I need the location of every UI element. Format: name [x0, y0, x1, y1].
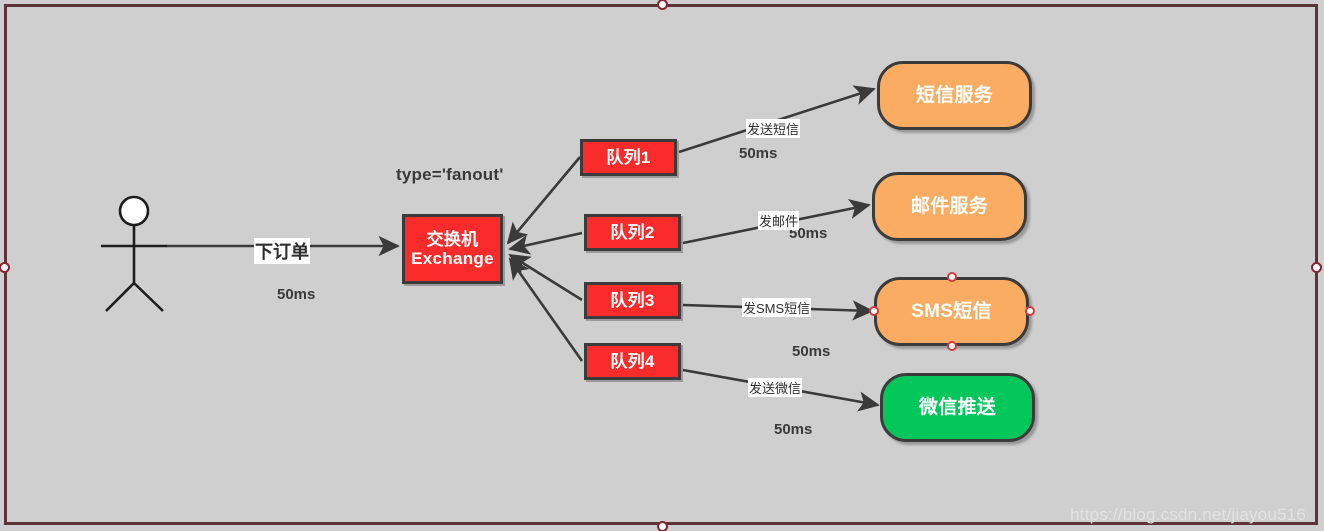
actor-icon — [101, 195, 167, 312]
service-label-smsmsg: SMS短信 — [911, 300, 992, 322]
queue-node-1[interactable]: 队列1 — [580, 139, 677, 176]
edge-queue3-exchange[interactable] — [508, 253, 583, 302]
frame-handle-top[interactable] — [657, 0, 668, 10]
exchange-label-en: Exchange — [411, 249, 494, 268]
queue-label-3: 队列3 — [610, 290, 655, 310]
edge-latency-wechat: 50ms — [774, 421, 813, 438]
service-node-mail[interactable]: 邮件服务 — [872, 172, 1027, 241]
fanout-type-annotation: type='fanout' — [396, 165, 504, 184]
service-node-smsmsg[interactable]: SMS短信 — [874, 277, 1029, 346]
sms-node-handle-left[interactable] — [869, 306, 879, 316]
service-label-wechat: 微信推送 — [918, 396, 997, 418]
service-label-sms: 短信服务 — [915, 84, 994, 106]
edge-caption-order: 下订单 — [254, 238, 310, 264]
queue-label-1: 队列1 — [606, 147, 651, 167]
exchange-node[interactable]: 交换机 Exchange — [402, 214, 503, 284]
edge-latency-order: 50ms — [277, 286, 316, 303]
edge-queue2-exchange[interactable] — [508, 231, 583, 255]
queue-node-3[interactable]: 队列3 — [584, 282, 681, 319]
edge-queue1-exchange[interactable] — [506, 156, 581, 245]
frame-handle-right[interactable] — [1311, 262, 1322, 273]
queue-node-4[interactable]: 队列4 — [584, 343, 681, 380]
frame-handle-bottom[interactable] — [657, 521, 668, 531]
watermark-text: https://blog.csdn.net/jiayou516 — [1070, 505, 1306, 524]
service-label-mail: 邮件服务 — [910, 195, 989, 217]
canvas-selection-frame[interactable] — [4, 4, 1318, 525]
queue-label-4: 队列4 — [610, 351, 655, 371]
edge-caption-sms: 发送短信 — [746, 119, 801, 138]
service-node-wechat[interactable]: 微信推送 — [880, 373, 1035, 442]
edge-latency-sms: 50ms — [739, 145, 778, 162]
queue-label-2: 队列2 — [610, 222, 655, 242]
edge-latency-smsmsg: 50ms — [792, 343, 831, 360]
frame-handle-left[interactable] — [0, 262, 10, 273]
exchange-label-cn: 交换机 — [426, 229, 479, 249]
queue-node-2[interactable]: 队列2 — [584, 214, 681, 251]
edge-caption-wechat: 发送微信 — [748, 378, 803, 397]
edge-queue4-exchange[interactable] — [508, 257, 584, 362]
service-node-sms[interactable]: 短信服务 — [877, 61, 1032, 130]
edge-caption-mail: 发邮件 — [758, 211, 800, 230]
edge-caption-smsmsg: 发SMS短信 — [742, 298, 812, 317]
sms-node-handle-bottom[interactable] — [947, 341, 957, 351]
sms-node-handle-right[interactable] — [1025, 306, 1035, 316]
sms-node-handle-top[interactable] — [947, 272, 957, 282]
